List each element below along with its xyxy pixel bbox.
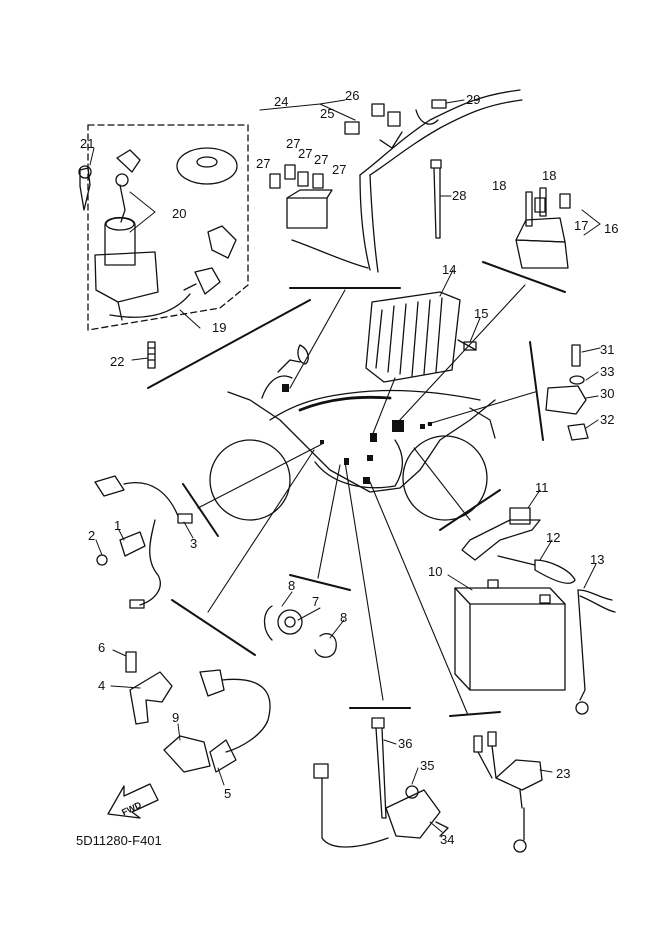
- callout-1: 1: [114, 518, 121, 533]
- callout-14: 14: [442, 262, 456, 277]
- forward-arrow-icon: [107, 783, 159, 819]
- fuse-lead-12: [497, 555, 576, 584]
- callout-23: 23: [556, 766, 570, 781]
- callout-13: 13: [590, 552, 604, 567]
- callout-17: 17: [574, 218, 588, 233]
- callout-31: 31: [600, 342, 614, 357]
- callout-26: 26: [345, 88, 359, 103]
- main-switch-group: [78, 124, 249, 331]
- callout-9: 9: [172, 710, 179, 725]
- callout-35: 35: [420, 758, 434, 773]
- callout-29: 29: [466, 92, 480, 107]
- callout-30: 30: [600, 386, 614, 401]
- callout-16: 16: [604, 221, 618, 236]
- callout-27c: 27: [298, 146, 312, 161]
- callout-32: 32: [600, 412, 614, 427]
- callout-34: 34: [440, 832, 454, 847]
- callout-19: 19: [212, 320, 226, 335]
- callout-27a: 27: [256, 156, 270, 171]
- callout-33: 33: [600, 364, 614, 379]
- battery-band-11: [461, 507, 541, 561]
- sensor-harness-1-3: [94, 475, 193, 609]
- cable-tie-28: [430, 159, 442, 239]
- callout-36: 36: [398, 736, 412, 751]
- callout-22: 22: [110, 354, 124, 369]
- horn-23: [473, 731, 543, 853]
- motorcycle-silhouette: [209, 344, 496, 521]
- callout-5: 5: [224, 786, 231, 801]
- callout-27e: 27: [332, 162, 346, 177]
- callout-leaders: [89, 99, 601, 833]
- cable-tie-36: [371, 717, 387, 819]
- group-brackets: [147, 261, 566, 717]
- callout-8b: 8: [340, 610, 347, 625]
- callout-11: 11: [535, 480, 549, 495]
- callout-18a: 18: [492, 178, 506, 193]
- forward-label: FWD: [120, 799, 143, 817]
- callout-3: 3: [190, 536, 197, 551]
- callout-28: 28: [452, 188, 466, 203]
- callout-7: 7: [312, 594, 319, 609]
- callout-24: 24: [274, 94, 288, 109]
- callout-21: 21: [80, 136, 94, 151]
- callout-15: 15: [474, 306, 488, 321]
- callout-18b: 18: [542, 168, 556, 183]
- sensor-group-30-33: [545, 344, 589, 441]
- callout-27b: 27: [286, 136, 300, 151]
- relay-harness-group: [259, 89, 523, 273]
- screw-22: [131, 341, 156, 369]
- sidestand-switch-34-35: [313, 763, 449, 848]
- callout-8a: 8: [288, 578, 295, 593]
- callout-4: 4: [98, 678, 105, 693]
- callout-20: 20: [172, 206, 186, 221]
- callout-25: 25: [320, 106, 334, 121]
- battery-10: [454, 579, 566, 691]
- rectifier-regulator-14: [365, 291, 477, 383]
- leader-lines: [197, 284, 536, 716]
- callout-12: 12: [546, 530, 560, 545]
- starter-relay-group: [515, 187, 601, 269]
- callout-10: 10: [428, 564, 442, 579]
- bike-connector-marks: [282, 384, 432, 484]
- callout-2: 2: [88, 528, 95, 543]
- callout-27d: 27: [314, 152, 328, 167]
- battery-cables-13: [575, 589, 616, 715]
- callout-6: 6: [98, 640, 105, 655]
- callout-labels: 1 2 3 4 5 6 7 8 8 9 10 11 12 13 14 15 16…: [76, 88, 618, 848]
- drawing-code: 5D11280-F401: [76, 833, 162, 848]
- speed-sensor-group-4-9: [125, 605, 337, 773]
